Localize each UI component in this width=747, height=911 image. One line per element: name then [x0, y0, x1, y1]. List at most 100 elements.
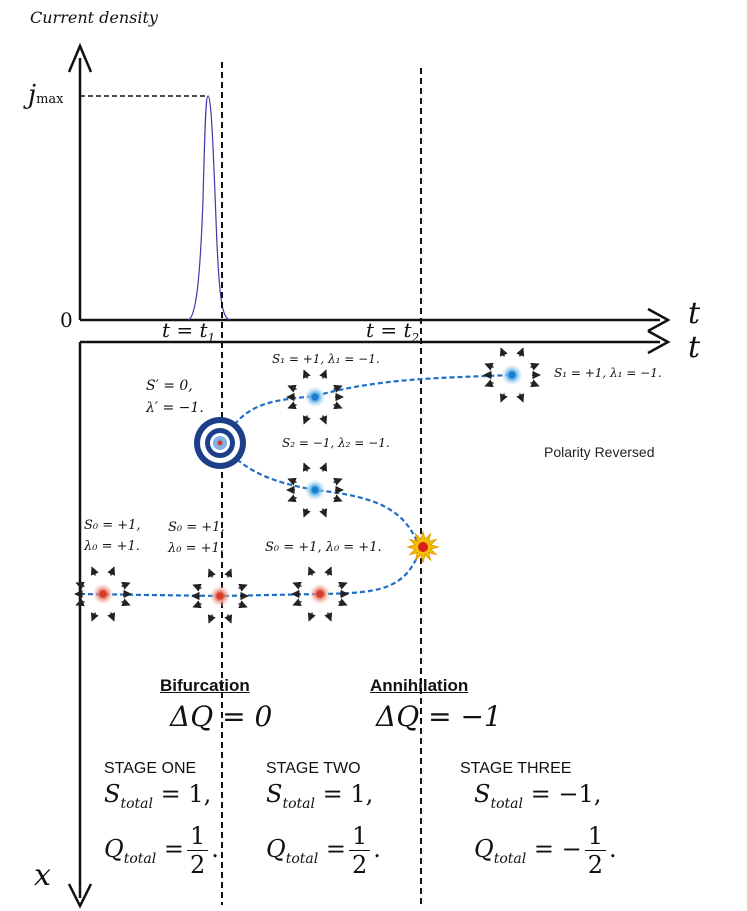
stage-one-s-sub: total	[120, 795, 153, 812]
defects-layer	[74, 347, 541, 624]
defect-initial-b-arrowhead-icon	[207, 614, 216, 624]
charge-initial-c-line1: S₀ = +1, λ₀ = +1.	[265, 540, 382, 555]
trajectory-lower	[225, 447, 422, 549]
charge-lower-branch-line1: S₂ = −1, λ₂ = −1.	[282, 436, 390, 450]
t1-label: t = t1	[162, 318, 215, 345]
charge-initial-a-line1: S₀ = +1,	[84, 518, 141, 533]
defect-final-arrowhead-icon	[499, 393, 508, 403]
charge-bifurcation-line2: λ′ = −1.	[146, 400, 204, 416]
defect-lower-branch-arrowhead-icon	[333, 477, 343, 486]
trajectory-upper	[225, 373, 513, 439]
jmax-symbol: j	[28, 80, 37, 110]
charge-initial-c: S₀ = +1, λ₀ = +1.	[265, 540, 382, 555]
stage-one-s-value: = 1,	[160, 780, 212, 808]
event-bifurcation-delta: ΔQ = 0	[170, 700, 273, 733]
defect-initial-b-arrowhead-icon	[207, 568, 216, 578]
stage-one-name: STAGE ONE	[104, 760, 197, 777]
defect-initial-a-arrowhead-icon	[107, 566, 116, 576]
defect-final-center	[508, 371, 516, 379]
charge-bifurcation: S′ = 0, λ′ = −1.	[146, 375, 204, 419]
charge-initial-b: S₀ = +1, λ₀ = +1.	[168, 517, 225, 559]
top-y-axis-label: Current density	[30, 8, 158, 27]
defect-initial-b-vortex-defect-icon	[191, 568, 249, 624]
jmax-subscript: max	[36, 92, 64, 107]
event-annihilation-title: Annihilation	[370, 676, 469, 695]
defect-lower-branch-arrowhead-icon	[302, 508, 311, 518]
defect-initial-c-arrowhead-icon	[307, 612, 316, 622]
defect-initial-a-arrowhead-icon	[90, 566, 99, 576]
t2-sub: 2	[411, 331, 420, 345]
defect-upper-branch-center	[311, 393, 319, 401]
defect-initial-b-arrowhead-icon	[238, 600, 248, 609]
stage-three-q-end: .	[608, 834, 617, 863]
stage-two-q-end: .	[373, 834, 381, 863]
defect-initial-a-arrowhead-icon	[107, 612, 116, 622]
defect-initial-b-arrowhead-icon	[192, 600, 202, 609]
charge-initial-a-line2: λ₀ = +1.	[84, 539, 140, 554]
defect-initial-c-arrowhead-icon	[324, 566, 333, 576]
stage-three-q-sign: = −	[533, 834, 582, 863]
jmax-label: jmax	[28, 80, 63, 110]
event-bifurcation-title: Bifurcation	[160, 676, 250, 695]
stage-two-s: Stotal = 1,	[266, 780, 381, 812]
bottom-t-axis-arrowhead-icon	[647, 329, 671, 355]
defect-upper-branch-arrowhead-icon	[302, 415, 311, 425]
defect-initial-c-arrowhead-icon	[292, 598, 302, 607]
defect-initial-a-arrowhead-icon	[121, 581, 131, 590]
defect-lower-branch-arrowhead-icon	[319, 462, 328, 472]
defect-upper-branch-arrowhead-icon	[319, 369, 328, 379]
defect-upper-branch-arrowhead-icon	[287, 384, 297, 393]
defect-initial-c-arrowhead-icon	[307, 566, 316, 576]
stage-one-q-sign: =	[163, 834, 184, 863]
polarity-note: Polarity Reversed	[544, 444, 655, 460]
stage-three-s: Stotal = −1,	[474, 780, 617, 812]
defect-initial-a-center	[99, 590, 107, 598]
defect-initial-a-vortex-defect-icon	[74, 566, 132, 622]
target-ring-icon	[194, 417, 246, 469]
charge-initial-a: S₀ = +1, λ₀ = +1.	[84, 515, 141, 557]
defect-lower-branch-arrowhead-icon	[302, 462, 311, 472]
zero-label: 0	[60, 308, 73, 332]
defect-lower-branch-arrowhead-icon	[287, 494, 297, 503]
defect-upper-branch-arrowhead-icon	[333, 384, 343, 393]
defect-initial-b-center	[216, 592, 224, 600]
stage-three-q-den: 2	[587, 850, 603, 879]
defect-lower-branch-arrowhead-icon	[333, 494, 343, 503]
defect-initial-c-arrowhead-icon	[324, 612, 333, 622]
defect-final-arrowhead-icon	[484, 362, 494, 371]
bottom-x-axis-arrowhead-icon	[67, 883, 93, 909]
stage-two-q-num: 1	[348, 824, 371, 851]
stage-one-s: Stotal = 1,	[104, 780, 219, 812]
defect-upper-branch-vortex-defect-icon	[286, 369, 344, 425]
defect-final-arrowhead-icon	[499, 347, 508, 357]
defect-initial-a-arrowhead-icon	[75, 598, 85, 607]
t2-text: t = t	[366, 318, 412, 342]
stage-two-q-sign: =	[325, 834, 346, 863]
stage-one-q-end: .	[211, 834, 219, 863]
defect-final-arrowhead-icon	[530, 379, 540, 388]
current-pulse	[187, 95, 231, 321]
stage-one-q-sub: total	[123, 850, 157, 867]
defect-initial-c-arrowhead-icon	[292, 581, 302, 590]
stage-two-q-symbol: Q	[266, 834, 286, 863]
stage-one-s-symbol: S	[104, 780, 121, 808]
defect-initial-b-arrowhead-icon	[238, 583, 248, 592]
defect-lower-branch-arrowhead-icon	[287, 477, 297, 486]
defect-upper-branch-arrowhead-icon	[287, 401, 297, 410]
stage-three-s-symbol: S	[474, 780, 491, 808]
bottom-t-label: t	[688, 330, 701, 365]
stage-three-q-symbol: Q	[474, 834, 494, 863]
charge-upper-branch-line1: S₁ = +1, λ₁ = −1.	[272, 352, 380, 366]
stage-two-s-sub: total	[282, 795, 315, 812]
charge-lower-branch: S₂ = −1, λ₂ = −1.	[282, 436, 390, 450]
stage-two-name: STAGE TWO	[266, 760, 361, 777]
defect-upper-branch-arrowhead-icon	[319, 415, 328, 425]
defect-lower-branch-vortex-defect-icon	[286, 462, 344, 518]
